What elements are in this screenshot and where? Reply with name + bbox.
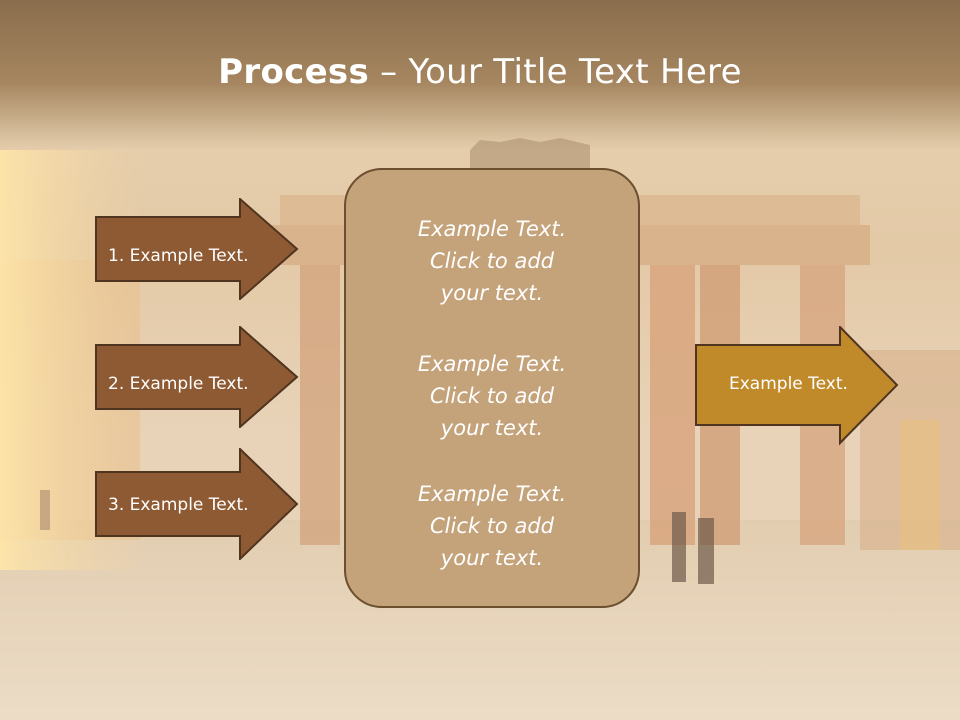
center-text-1: Example Text. Click to add your text. [417,217,567,305]
center-text-2: Example Text. Click to add your text. [417,352,567,440]
left-arrow-2-label: 2. Example Text. [108,374,249,394]
right-arrow[interactable] [694,326,900,446]
title-band [0,0,960,150]
title-bold: Process [218,52,370,92]
left-arrow-1[interactable] [94,198,300,300]
left-arrow-3-label: 3. Example Text. [108,495,249,515]
left-arrow-3[interactable] [94,448,300,560]
center-content-box[interactable] [344,168,640,608]
left-arrow-1-label: 1. Example Text. [108,246,249,266]
right-arrow-label: Example Text. [729,374,848,394]
left-arrow-2[interactable] [94,326,300,428]
center-text-3: Example Text. Click to add your text. [417,482,567,570]
title-rest: – Your Title Text Here [369,52,742,92]
slide-title[interactable]: Process – Your Title Text Here [0,52,960,92]
